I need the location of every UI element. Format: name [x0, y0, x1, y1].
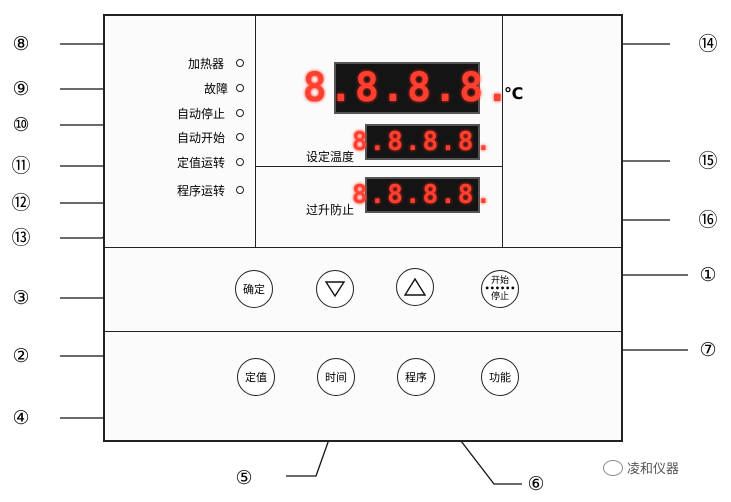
function-button-label: 功能	[489, 371, 511, 384]
confirm-button-label: 确定	[243, 283, 265, 296]
set-temp-label: 设定温度	[306, 150, 355, 164]
stop-label: 停止	[490, 292, 509, 302]
fixed-value-button[interactable]: 定值	[237, 358, 275, 396]
function-button[interactable]: 功能	[481, 358, 519, 396]
up-button[interactable]	[396, 268, 434, 306]
indicator-fixed-run-led	[236, 158, 244, 166]
indicator-program-run-label: 程序运转	[177, 184, 226, 198]
indicator-heater-led	[236, 59, 244, 67]
callout-15: ⑮	[698, 150, 718, 172]
temp-unit: ℃	[504, 84, 524, 103]
time-button[interactable]: 时间	[317, 358, 355, 396]
triangle-up-icon	[403, 277, 427, 296]
callout-4: ④	[12, 407, 30, 429]
indicator-fixed-run-label: 定值运转	[177, 156, 226, 170]
main-temp-display: 8.8.8.8.	[303, 62, 509, 114]
program-button[interactable]: 程序	[397, 358, 435, 396]
callout-12: ⑫	[11, 192, 31, 214]
callout-9: ⑨	[12, 78, 30, 100]
callout-1: ①	[699, 264, 717, 286]
panel-divider-left	[255, 14, 256, 248]
callout-2: ②	[12, 345, 30, 367]
callout-10: ⑩	[12, 114, 30, 136]
down-button[interactable]	[316, 270, 354, 308]
start-stop-button[interactable]: 开始 •••••• 停止	[481, 270, 519, 308]
watermark: 凌和仪器	[603, 458, 679, 477]
indicator-auto-start-label: 自动开始	[177, 131, 226, 145]
section-divider-2	[103, 331, 623, 332]
display-divider	[255, 166, 503, 167]
callout-11: ⑪	[11, 155, 31, 177]
chat-bubble-icon	[603, 459, 623, 476]
callout-7: ⑦	[699, 339, 717, 361]
time-button-label: 时间	[325, 371, 347, 384]
indicator-fault-led	[236, 84, 244, 92]
dotted-separator: ••••••	[484, 284, 516, 293]
indicator-auto-stop-led	[236, 109, 244, 117]
indicator-auto-stop-label: 自动停止	[177, 107, 226, 121]
fixed-value-button-label: 定值	[245, 371, 267, 384]
indicator-program-run-led	[236, 186, 244, 194]
indicator-auto-start-led	[236, 133, 244, 141]
indicator-heater-label: 加热器	[188, 57, 225, 71]
callout-3: ③	[12, 287, 30, 309]
callout-13: ⑬	[11, 227, 31, 249]
program-button-label: 程序	[405, 371, 427, 384]
set-temp-display: 8.8.8.8.	[352, 124, 491, 160]
start-label: 开始	[490, 276, 509, 286]
callout-5: ⑤	[235, 467, 253, 489]
panel-divider-right	[502, 14, 503, 248]
confirm-button[interactable]: 确定	[235, 270, 273, 308]
over-temp-display: 8.8.8.8.	[352, 177, 491, 213]
triangle-down-icon	[324, 281, 346, 298]
callout-14: ⑭	[698, 33, 718, 55]
callout-8: ⑧	[12, 33, 30, 55]
over-temp-label: 过升防止	[306, 203, 355, 217]
indicator-fault-label: 故障	[204, 82, 229, 96]
watermark-text: 凌和仪器	[627, 462, 680, 477]
callout-6: ⑥	[527, 473, 545, 495]
section-divider-1	[103, 247, 623, 248]
callout-16: ⑯	[698, 209, 718, 231]
